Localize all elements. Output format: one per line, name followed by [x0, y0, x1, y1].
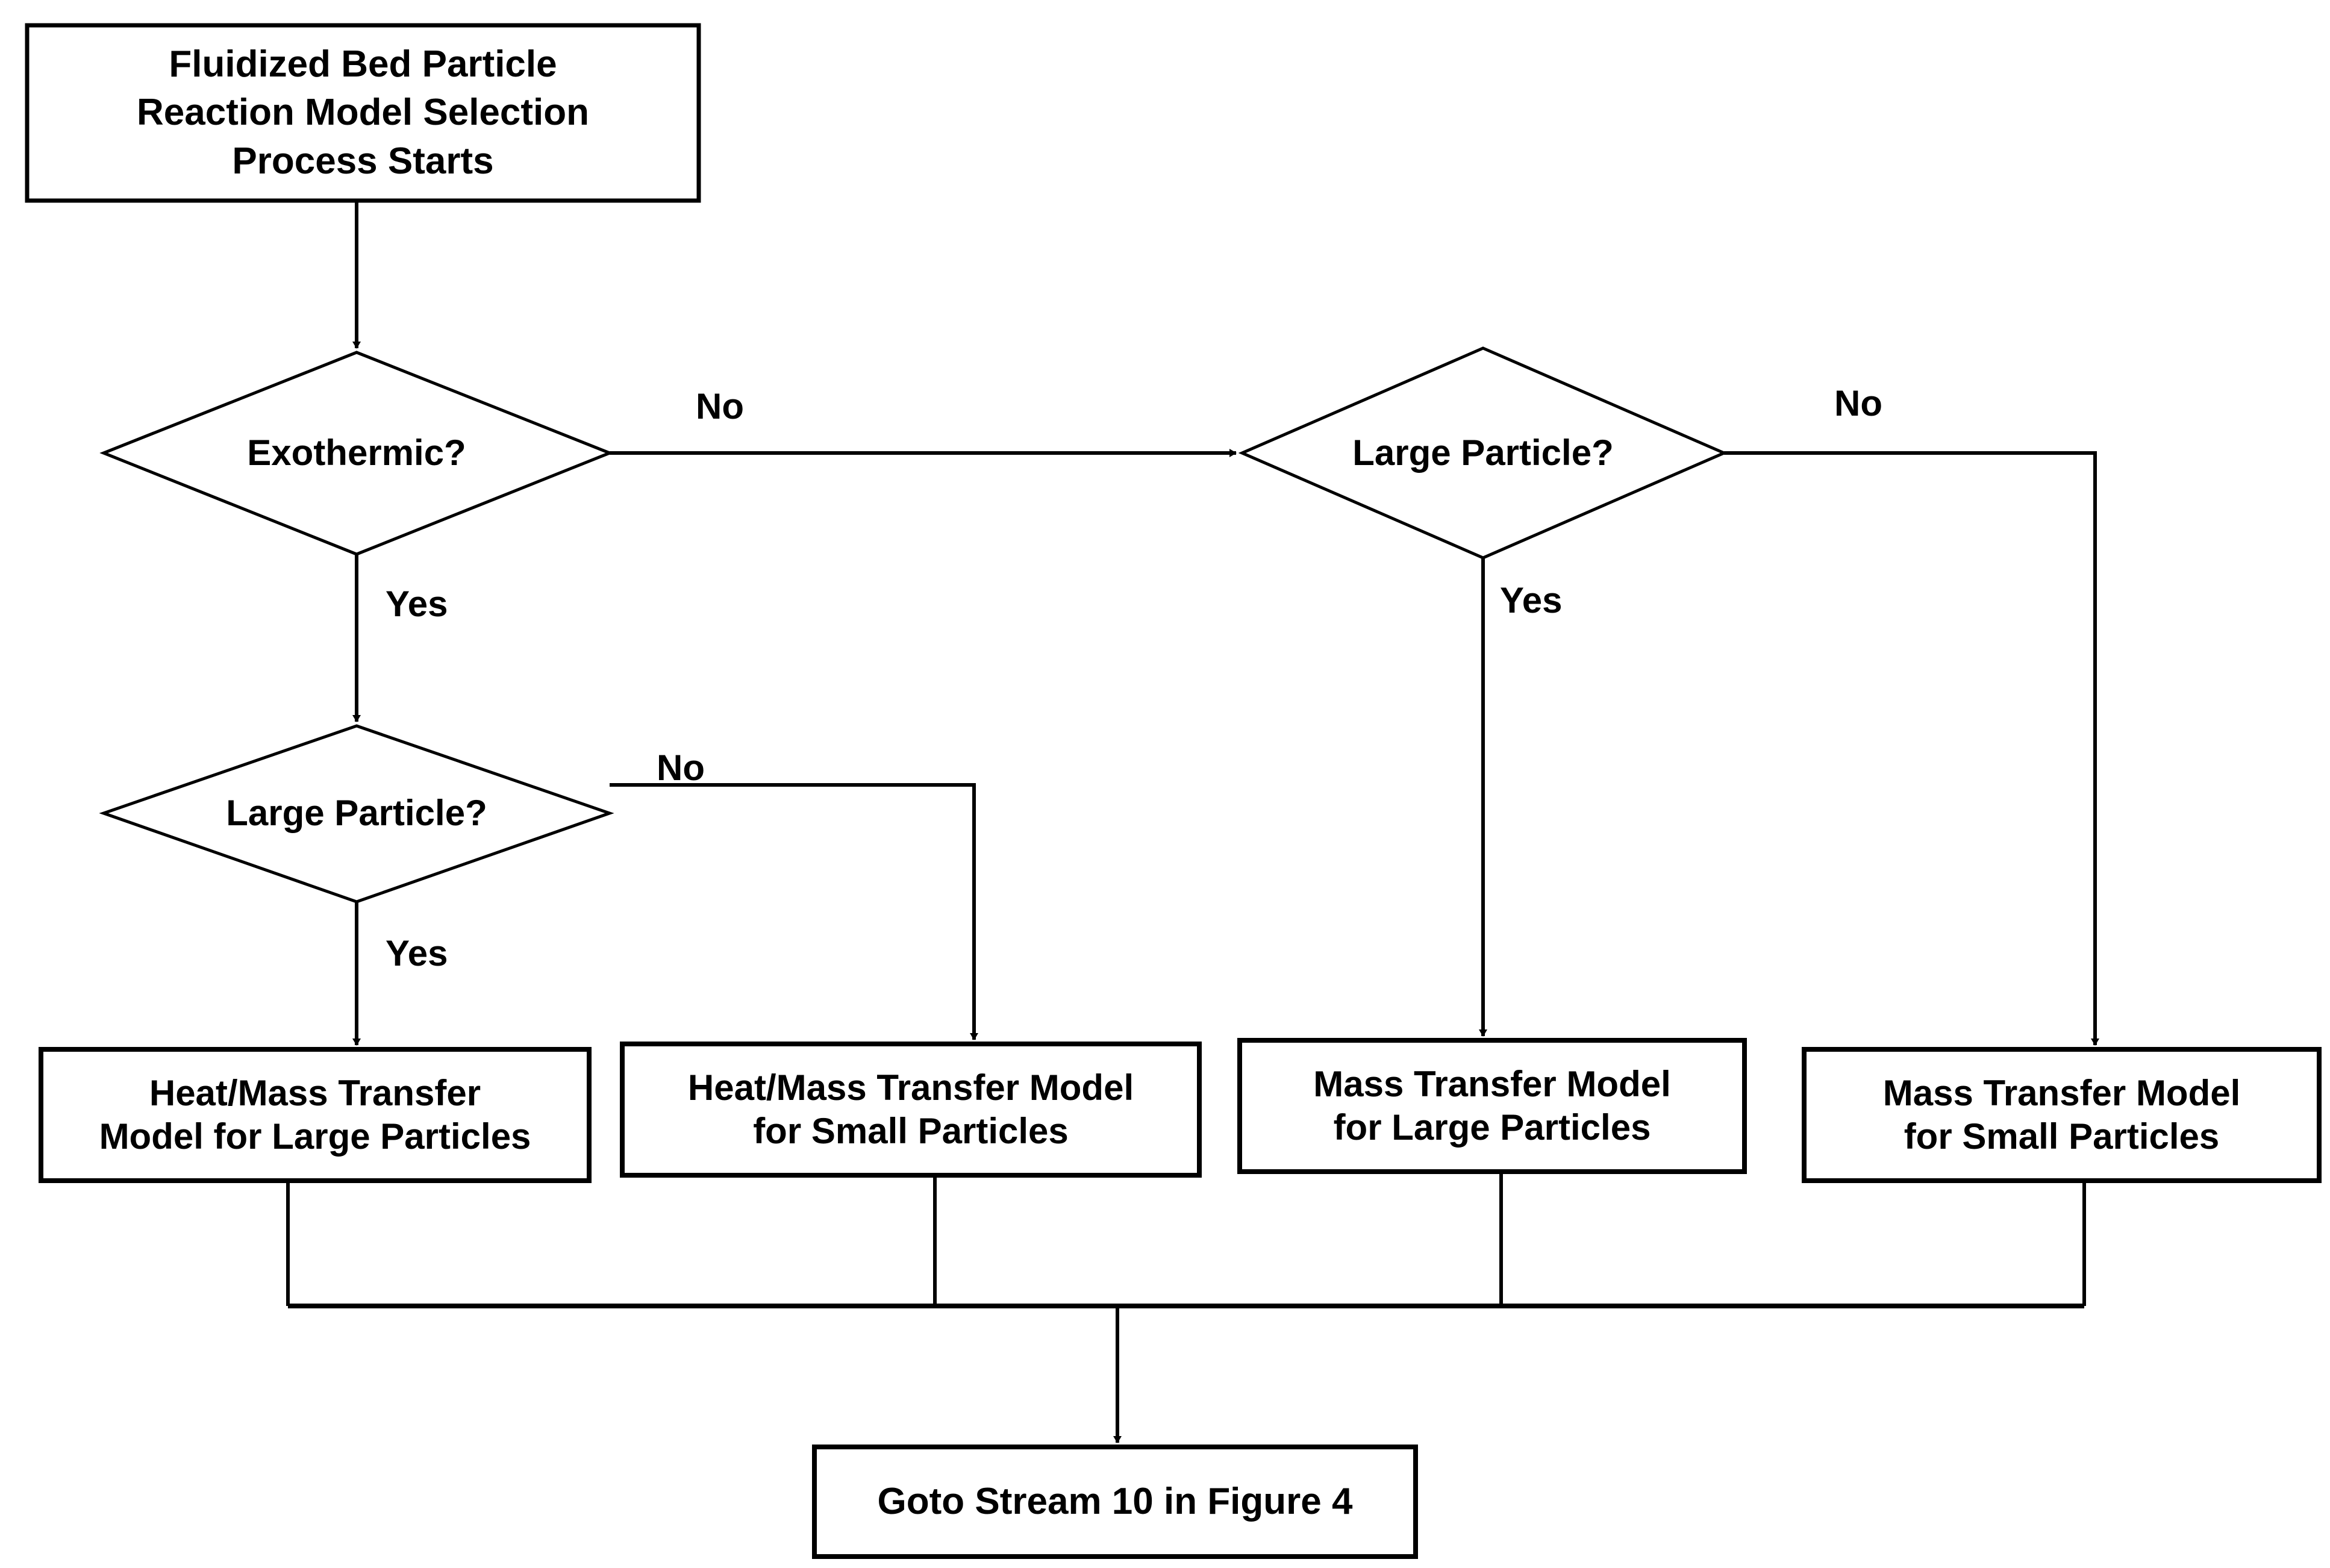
goto-box	[812, 1445, 1418, 1559]
decision-exothermic-diamond	[99, 351, 614, 556]
edge-large-left-no	[610, 783, 978, 1040]
edge-large-right-no	[1724, 451, 2099, 1046]
edge-label-large-left-yes: Yes	[386, 933, 448, 973]
edge-label-exothermic-yes: Yes	[386, 584, 448, 624]
edge-label-large-left-no: No	[657, 748, 705, 788]
edge-label-large-right-yes: Yes	[1500, 580, 1563, 620]
mass-large-box	[1237, 1038, 1747, 1174]
start-box	[25, 23, 701, 203]
mass-small-box	[1802, 1047, 2322, 1183]
decision-large-particle-right-diamond	[1238, 346, 1728, 560]
edge-label-large-right-no: No	[1834, 383, 1882, 423]
decision-large-particle-left-diamond	[99, 724, 614, 904]
edge-label-exothermic-no: No	[696, 386, 744, 426]
heat-mass-small-box	[620, 1042, 1202, 1178]
heat-mass-large-box	[39, 1047, 592, 1183]
